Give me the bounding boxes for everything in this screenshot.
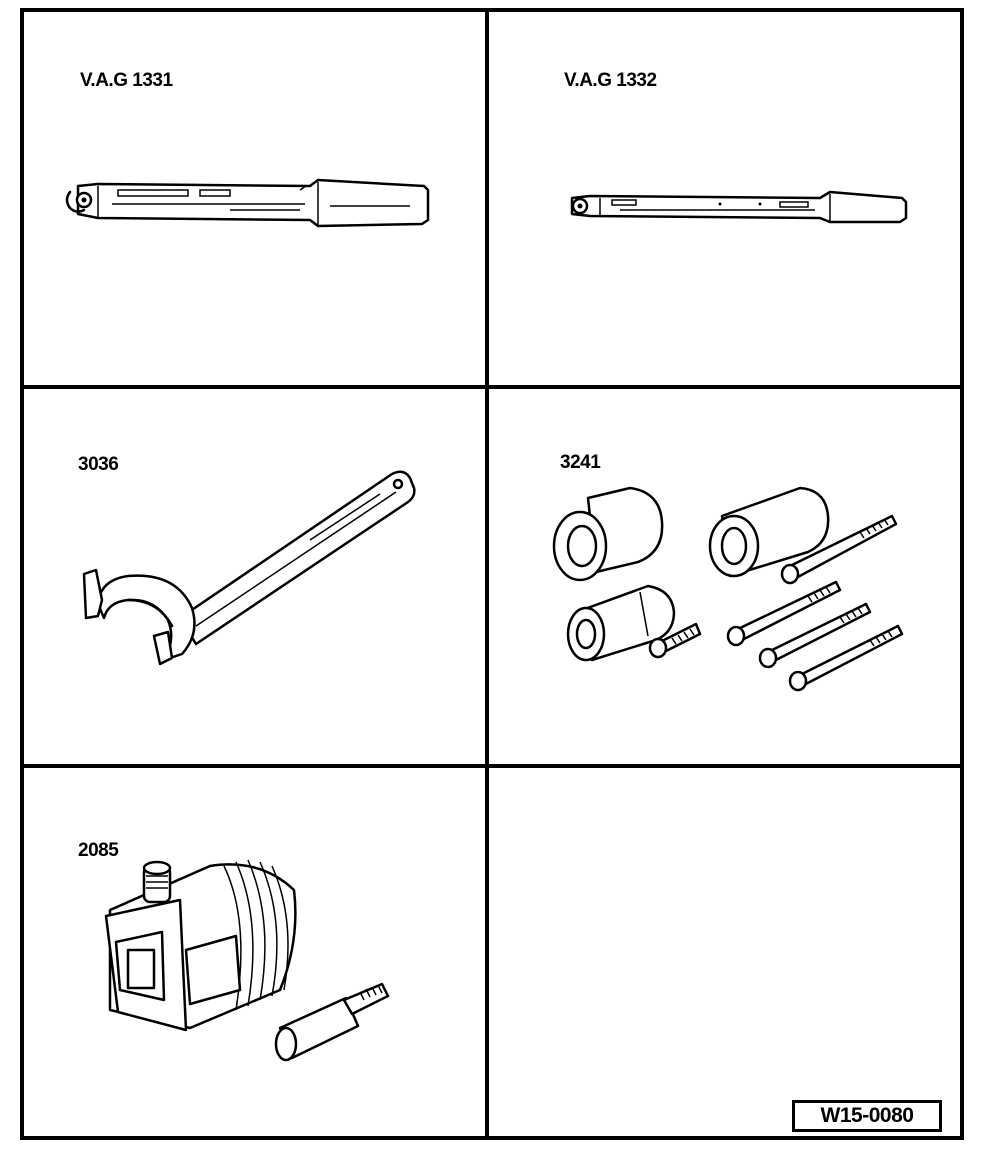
reference-number-box: W15-0080 (792, 1100, 942, 1132)
hook-spanner-3036-icon (82, 470, 416, 666)
socket-adapter-2085-icon (104, 859, 390, 1062)
label-vag1332: V.A.G 1332 (564, 70, 657, 91)
torque-wrench-vag1332-icon (570, 190, 908, 224)
torque-wrench-vag1331-icon (65, 178, 430, 228)
sleeves-and-bolts-3241-icon (552, 486, 904, 692)
label-3036: 3036 (78, 454, 119, 475)
reference-number: W15-0080 (820, 1104, 914, 1127)
label-2085: 2085 (78, 840, 119, 861)
grid-frame (20, 8, 964, 1140)
label-vag1331: V.A.G 1331 (80, 70, 173, 91)
label-3241: 3241 (560, 452, 601, 473)
